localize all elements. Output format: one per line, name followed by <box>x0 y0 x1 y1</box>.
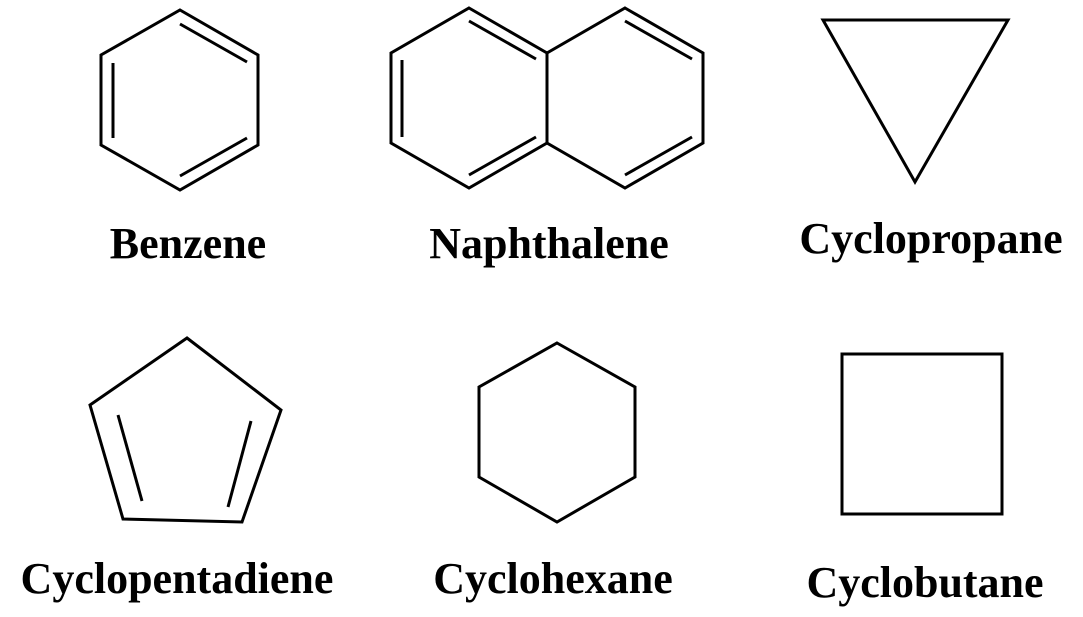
cyclopropane-structure <box>820 18 1011 186</box>
naphthalene-left-ring <box>389 6 549 190</box>
benzene-double-bond-bottom-right <box>179 136 248 178</box>
cyclobutane-ring <box>840 352 1004 516</box>
naphthalene-double-bond-left-bottom <box>468 135 537 177</box>
cyclopentadiene-double-bond-left <box>116 414 144 502</box>
naphthalene-right-ring <box>545 6 705 190</box>
benzene-double-bond-top-right <box>179 22 248 64</box>
benzene-structure <box>99 8 260 192</box>
naphthalene-double-bond-left-top <box>468 19 537 61</box>
naphthalene-label: Naphthalene <box>429 219 669 268</box>
cyclohexane-ring <box>477 341 637 524</box>
cyclopentadiene-double-bond-right <box>226 420 253 508</box>
naphthalene-structure <box>389 6 705 190</box>
cyclobutane-label: Cyclobutane <box>806 558 1043 607</box>
cyclopropane-label: Cyclopropane <box>799 214 1062 263</box>
naphthalene-double-bond-right-top <box>624 19 693 61</box>
cyclobutane-structure <box>840 352 1004 516</box>
cyclohexane-structure <box>477 341 637 524</box>
cyclopentadiene-ring <box>88 336 283 524</box>
cyclopropane-ring <box>820 18 1011 186</box>
cyclopentadiene-structure <box>88 336 283 524</box>
benzene-label: Benzene <box>110 219 266 268</box>
benzene-ring <box>99 8 260 192</box>
cyclopentadiene-label: Cyclopentadiene <box>21 554 334 603</box>
cyclohexane-label: Cyclohexane <box>433 554 673 603</box>
naphthalene-double-bond-right-bottom <box>624 135 693 177</box>
